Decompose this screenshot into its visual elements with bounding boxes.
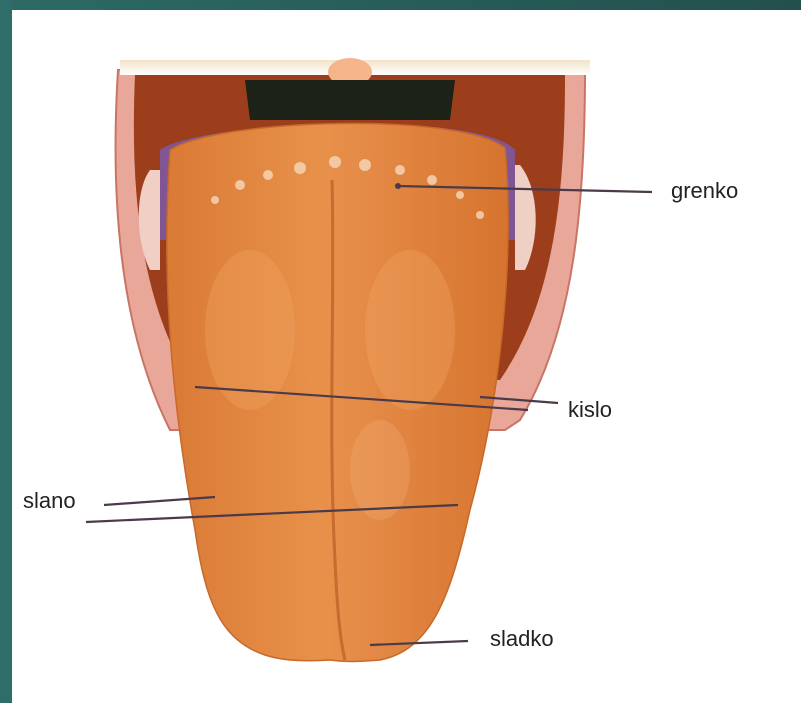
throat [245, 80, 455, 120]
label-kislo: kislo [568, 399, 612, 421]
label-sladko: sladko [490, 628, 554, 650]
label-slano: slano [23, 490, 76, 512]
label-grenko: grenko [671, 180, 738, 202]
